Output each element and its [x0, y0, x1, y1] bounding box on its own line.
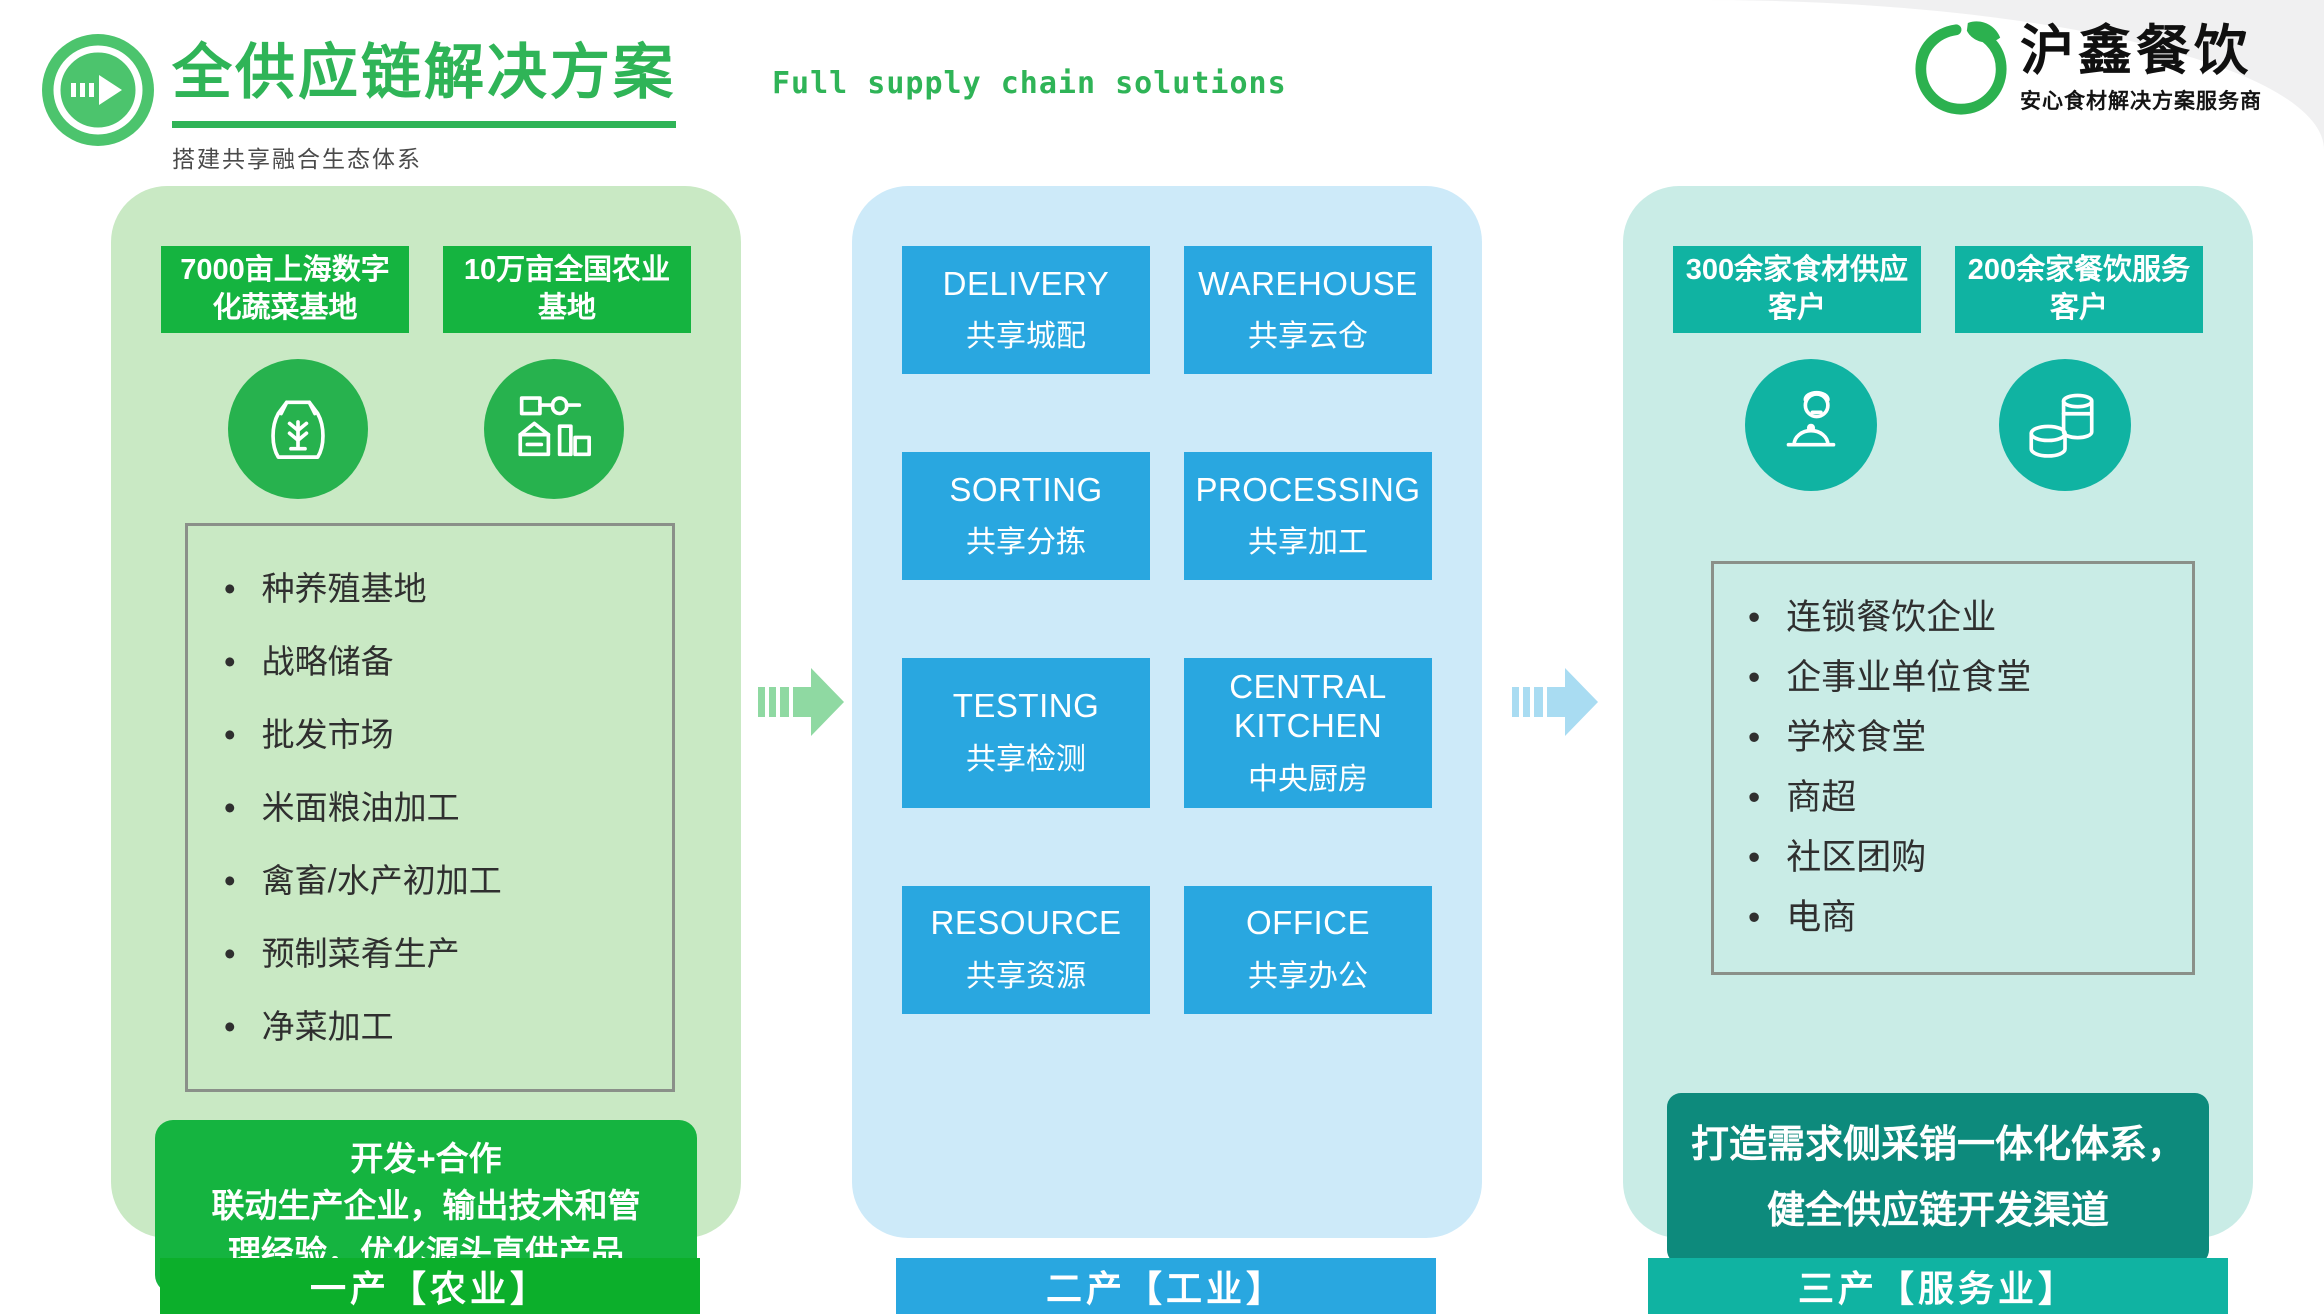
- panel-industry: DELIVERY 共享城配 WAREHOUSE 共享云仓 SORTING 共享分…: [852, 186, 1482, 1238]
- agriculture-list-item: 预制菜肴生产: [224, 917, 662, 990]
- arrow-circle-icon: [42, 34, 154, 146]
- services-list-item: 连锁餐饮企业: [1748, 588, 2182, 648]
- title-block: 全供应链解决方案 搭建共享融合生态体系: [172, 24, 676, 174]
- industry-box-subtitle: 共享加工: [1248, 526, 1368, 560]
- industry-box-subtitle: 共享云仓: [1248, 320, 1368, 354]
- panel-agriculture: 7000亩上海数字化蔬菜基地 10万亩全国农业基地: [111, 186, 741, 1293]
- agriculture-list-item: 批发市场: [224, 698, 662, 771]
- industry-box-title: WAREHOUSE: [1198, 264, 1418, 302]
- waiter-icon: [1745, 359, 1877, 492]
- services-list-item: 学校食堂: [1748, 708, 2182, 768]
- arrow-industry-to-services-icon: [1512, 656, 1600, 748]
- footer-agriculture: 一产【农业】: [160, 1258, 700, 1314]
- industry-box: CENTRAL KITCHEN 中央厨房: [1184, 658, 1432, 808]
- industry-box-title: SORTING: [949, 470, 1103, 508]
- industry-box: DELIVERY 共享城配: [902, 246, 1150, 374]
- services-list-item: 电商: [1748, 888, 2182, 948]
- industry-box-title: CENTRAL KITCHEN: [1229, 668, 1387, 744]
- industry-box: OFFICE 共享办公: [1184, 885, 1432, 1014]
- canned-food-icon: [1999, 359, 2131, 492]
- badge-national-agri-base: 10万亩全国农业基地: [443, 246, 691, 334]
- brand-name: 沪鑫餐饮: [2020, 21, 2252, 82]
- page-subtitle: 搭建共享融合生态体系: [172, 146, 422, 172]
- agriculture-list-item: 战略储备: [224, 625, 662, 698]
- services-list-item: 企事业单位食堂: [1748, 648, 2182, 708]
- services-list: 连锁餐饮企业 企事业单位食堂 学校食堂 商超 社区团购 电商: [1711, 561, 2195, 976]
- industry-box-title: RESOURCE: [930, 904, 1122, 942]
- badge-shanghai-vegetable-base: 7000亩上海数字化蔬菜基地: [161, 246, 409, 334]
- services-badges: 300余家食材供应客户 200余家餐饮服务客户: [1623, 246, 2253, 334]
- badge-ingredient-supply-clients: 300余家食材供应客户: [1673, 246, 1921, 334]
- brand-text: 沪鑫餐饮 安心食材解决方案服务商: [2020, 23, 2262, 115]
- grain-bag-icon: [227, 359, 368, 500]
- farm-facility-icon: [484, 359, 625, 500]
- industry-box: WAREHOUSE 共享云仓: [1184, 246, 1432, 374]
- services-icons: [1623, 359, 2253, 492]
- arrow-agriculture-to-industry-icon: [758, 656, 846, 748]
- badge-catering-service-clients: 200余家餐饮服务客户: [1955, 246, 2203, 334]
- header: 全供应链解决方案 搭建共享融合生态体系 Full supply chain so…: [0, 0, 2324, 185]
- industry-box-subtitle: 共享办公: [1248, 960, 1368, 994]
- footer-industry: 二产【工业】: [896, 1258, 1436, 1314]
- page-title-english: Full supply chain solutions: [772, 66, 1287, 101]
- industry-box-subtitle: 共享资源: [966, 960, 1086, 994]
- services-list-item: 商超: [1748, 768, 2182, 828]
- agriculture-badges: 7000亩上海数字化蔬菜基地 10万亩全国农业基地: [111, 246, 741, 334]
- industry-box-title: DELIVERY: [942, 264, 1110, 302]
- industry-box: RESOURCE 共享资源: [902, 885, 1150, 1014]
- brand-leaf-icon: [1912, 20, 2010, 118]
- agriculture-icons: [111, 359, 741, 500]
- industry-box-title: TESTING: [952, 687, 1100, 725]
- industry-box-title: OFFICE: [1246, 904, 1370, 942]
- industry-box-subtitle: 中央厨房: [1248, 762, 1368, 796]
- services-list-item: 社区团购: [1748, 828, 2182, 888]
- industry-box-title: PROCESSING: [1195, 470, 1421, 508]
- brand-tagline: 安心食材解决方案服务商: [2020, 89, 2262, 113]
- page-title: 全供应链解决方案: [172, 24, 676, 128]
- agriculture-list-item: 净菜加工: [224, 990, 662, 1063]
- industry-box: SORTING 共享分拣: [902, 452, 1150, 580]
- industry-box-subtitle: 共享检测: [966, 743, 1086, 777]
- agriculture-list-item: 米面粮油加工: [224, 771, 662, 844]
- brand-logo: 沪鑫餐饮 安心食材解决方案服务商: [1912, 20, 2262, 118]
- panel-services: 300余家食材供应客户 200余家餐饮服务客户: [1623, 186, 2253, 1265]
- industry-box: PROCESSING 共享加工: [1184, 452, 1432, 580]
- services-callout: 打造需求侧采销一体化体系， 健全供应链开发渠道: [1667, 1093, 2209, 1265]
- industry-box: TESTING 共享检测: [902, 658, 1150, 808]
- agriculture-list: 种养殖基地 战略储备 批发市场 米面粮油加工 禽畜/水产初加工 预制菜肴生产 净…: [185, 523, 675, 1093]
- industry-box-subtitle: 共享分拣: [966, 526, 1086, 560]
- agriculture-list-item: 禽畜/水产初加工: [224, 844, 662, 917]
- agriculture-list-item: 种养殖基地: [224, 552, 662, 625]
- industry-grid: DELIVERY 共享城配 WAREHOUSE 共享云仓 SORTING 共享分…: [902, 246, 1432, 1014]
- footer-services: 三产【服务业】: [1648, 1258, 2228, 1314]
- industry-box-subtitle: 共享城配: [966, 320, 1086, 354]
